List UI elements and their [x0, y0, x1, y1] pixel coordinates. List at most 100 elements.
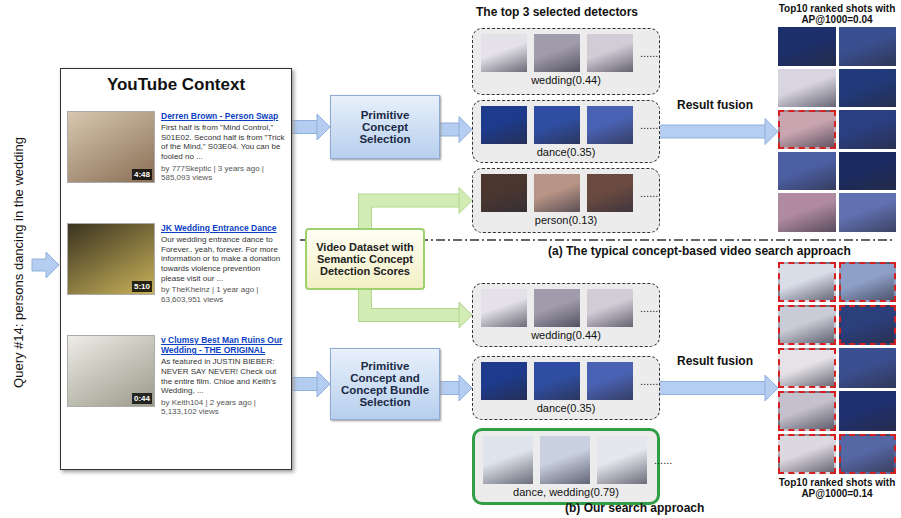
video-entry: 4:48Derren Brown - Person SwapFirst half… [67, 101, 285, 213]
video-thumbnail [540, 436, 590, 484]
result-shot [778, 27, 836, 66]
ellipsis-text: ...... [640, 187, 658, 199]
duration-badge: 0:44 [132, 393, 152, 404]
video-entry: 5:10 JK Wedding Entrance DanceOur wedding… [67, 213, 285, 325]
detector-box: ......wedding(0.44) [472, 283, 660, 347]
video-thumbnail [481, 106, 527, 144]
video-meta: by TheKheinz | 1 year ago | 63,603,951 v… [161, 285, 285, 304]
panel-title: YouTube Context [67, 75, 285, 101]
ellipsis-text: ...... [654, 454, 672, 466]
result-shot [778, 391, 836, 431]
arrow-head [317, 114, 330, 140]
video-thumbnail [587, 174, 633, 212]
video-thumbnail [481, 34, 527, 72]
arrow-shaft-outline [292, 120, 318, 134]
result-shot [839, 152, 897, 191]
detector-label: wedding(0.44) [473, 72, 659, 89]
box-text: Primitive Concept Selection [337, 109, 433, 145]
flow-arrow [365, 290, 472, 328]
video-entry: 0:44 v Clumsy Best Man Ruins Our Wedding … [67, 325, 285, 437]
video-thumbnail [483, 436, 533, 484]
result-shot [778, 348, 836, 388]
video-description: As featured in JUSTIN BIEBER: NEVER SAY … [161, 357, 285, 395]
arrow-shaft [292, 121, 318, 133]
ellipsis-text: ...... [640, 119, 658, 131]
video-meta: by 777Skeptic | 3 years ago | 585,093 vi… [161, 164, 285, 183]
video-thumbnail: 4:48 [67, 111, 155, 183]
flow-arrow [292, 114, 330, 140]
ellipsis-text: ...... [640, 47, 658, 59]
bundle-detector-box: ......dance, wedding(0.79) [472, 428, 660, 505]
video-thumbnail [481, 362, 527, 400]
box-text: Primitive Concept and Concept Bundle Sel… [337, 360, 433, 408]
result-shot [778, 69, 836, 108]
result-shot [839, 69, 897, 108]
context-panel: YouTube Context4:48Derren Brown - Person… [60, 68, 292, 470]
flow-arrow [440, 117, 472, 143]
result-grid: Top10 ranked shots with AP@1000=0.04 [778, 27, 896, 232]
arrow-head [459, 117, 472, 143]
result-grid: Top10 ranked shots with AP@1000=0.14 [778, 262, 896, 474]
panel-caption: (a) The typical concept-based video sear… [548, 244, 893, 258]
result-shot [839, 193, 897, 232]
entry-text: JK Wedding Entrance DanceOur wedding ent… [161, 223, 285, 325]
arrow-shaft [292, 378, 318, 390]
video-thumbnail [587, 34, 633, 72]
result-shot [839, 305, 897, 345]
arrow-head [317, 371, 330, 397]
process-box: Primitive Concept and Concept Bundle Sel… [330, 348, 440, 420]
arrow-head [459, 375, 472, 401]
detector-label: dance, wedding(0.79) [475, 484, 657, 501]
arrow-head [459, 188, 472, 214]
video-thumbnail [597, 436, 647, 484]
video-thumbnail [534, 289, 580, 327]
result-heading: Top10 ranked shots with AP@1000=0.14 [774, 477, 900, 499]
video-meta: by Keith104 | 2 years ago | 5,133,102 vi… [161, 398, 285, 417]
video-thumbnail [587, 289, 633, 327]
video-description: Our wedding entrance dance to Forever.. … [161, 235, 285, 283]
detector-box: ...... person(0.13) [472, 168, 660, 233]
edge-label: Result fusion [675, 98, 755, 112]
arrow-shaft [660, 126, 766, 138]
result-shot [778, 305, 836, 345]
result-shot [778, 110, 836, 149]
video-description: First half is from "Mind Control," S01E0… [161, 123, 285, 161]
video-title: v Clumsy Best Man Ruins Our Wedding - TH… [161, 335, 285, 355]
video-thumbnail [587, 106, 633, 144]
arrow-shaft-outline [292, 377, 318, 391]
detector-label: dance(0.35) [473, 400, 659, 417]
thumb-row: ...... [473, 169, 659, 212]
edge-label: Result fusion [675, 354, 755, 368]
result-heading: Top10 ranked shots with AP@1000=0.04 [774, 3, 900, 25]
arrow-shaft [365, 201, 460, 229]
result-shot [839, 27, 897, 66]
video-thumbnail [534, 362, 580, 400]
query-arrow [32, 252, 59, 278]
panel-caption: (b) Our search approach [565, 501, 765, 515]
box-text: Video Dataset with Semantic Concept Dete… [311, 241, 419, 277]
video-thumbnail: 0:44 [67, 335, 155, 407]
video-thumbnail [534, 106, 580, 144]
detector-label: person(0.13) [473, 212, 659, 229]
result-shot [778, 193, 836, 232]
arrow-shaft [660, 382, 766, 394]
flow-arrow [660, 119, 778, 145]
thumb-row: ...... [473, 101, 659, 144]
arrow-shaft-outline [660, 381, 766, 395]
process-box: Primitive Concept Selection [330, 95, 440, 159]
result-shot [839, 110, 897, 149]
flow-arrow [365, 188, 472, 229]
arrow-shaft [365, 290, 460, 315]
video-thumbnail: 5:10 [67, 223, 155, 295]
arrow-head [765, 375, 778, 401]
video-thumbnail [587, 362, 633, 400]
video-thumbnail [534, 174, 580, 212]
duration-badge: 5:10 [132, 281, 152, 292]
arrow-head [459, 302, 472, 328]
dataset-box: Video Dataset with Semantic Concept Dete… [305, 228, 425, 290]
entry-text: Derren Brown - Person SwapFirst half is … [161, 111, 285, 213]
arrow-shaft [440, 124, 460, 136]
result-shot [778, 262, 836, 302]
flow-arrow [440, 375, 472, 401]
arrow-shaft-outline [440, 123, 460, 137]
